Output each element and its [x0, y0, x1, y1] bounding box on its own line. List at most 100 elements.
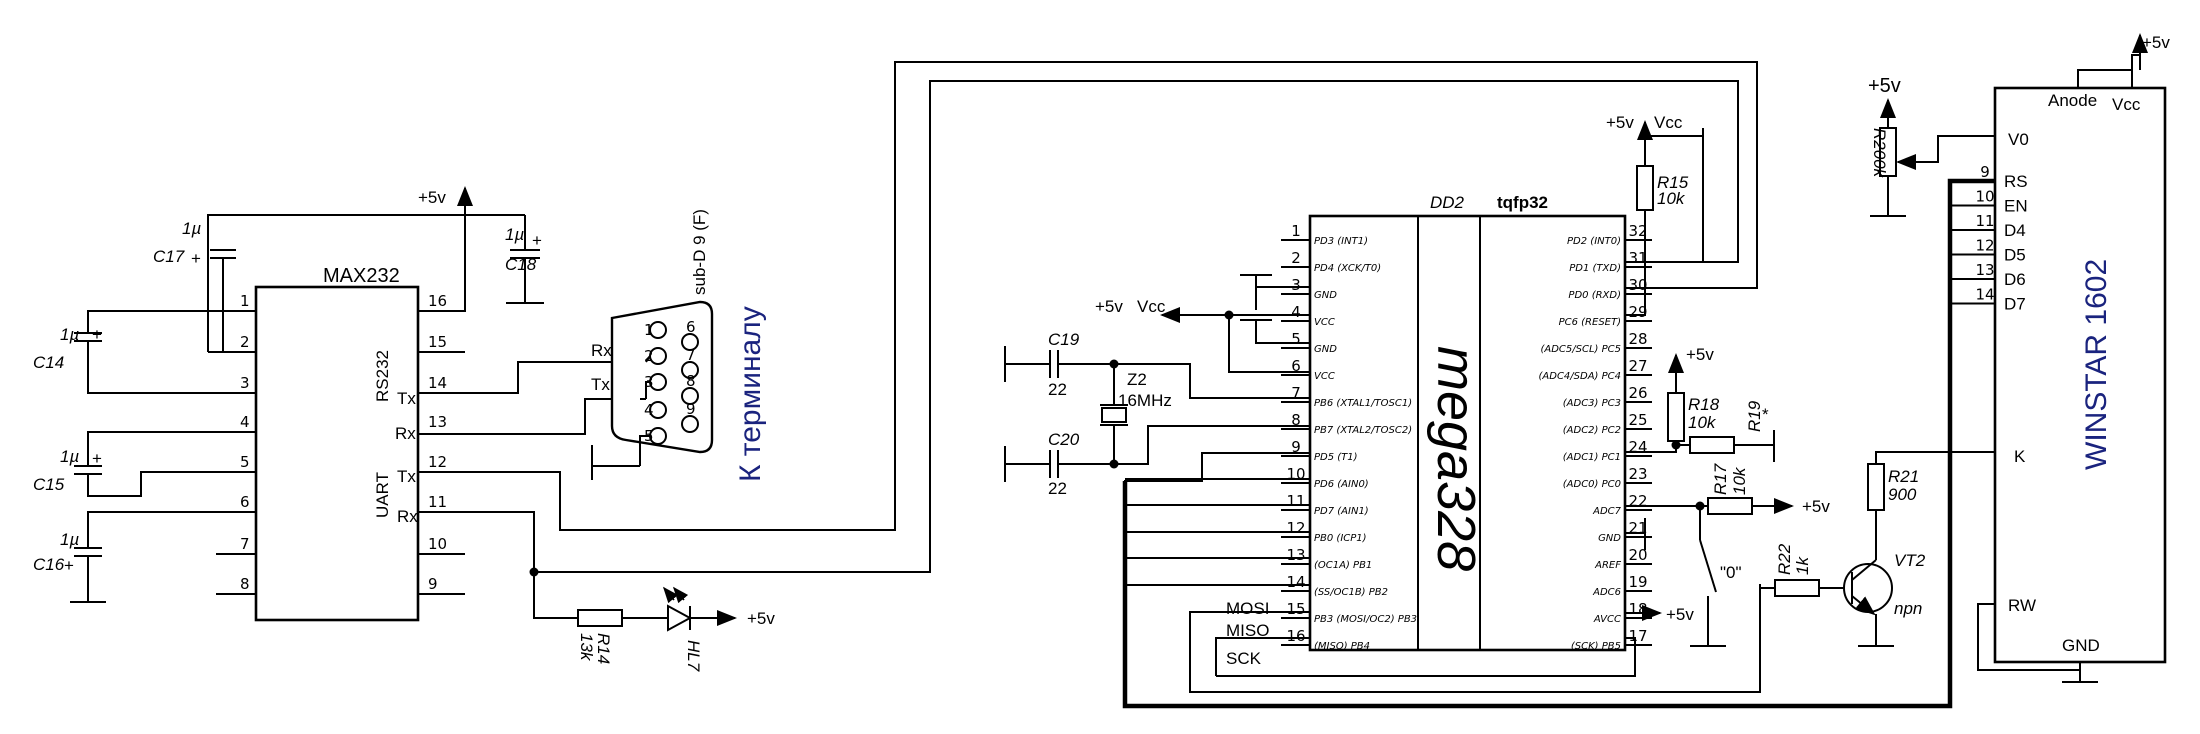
mcu-func-14: (SS/OC1B) PB2	[1314, 587, 1388, 598]
max232-rx13: Rx	[395, 424, 416, 443]
mcu-pin-3: 3	[1291, 276, 1301, 294]
max232-pin-3: 3	[240, 374, 250, 392]
mcu-func-25: (ADC2) PC2	[1563, 425, 1621, 436]
max232-pin-5: 5	[240, 453, 250, 471]
hl7-plus5v: +5v	[747, 609, 775, 628]
max232-wires: +5v 1µ C17 + 1µ C18 + 1µ C14 + 1µ C15 + …	[33, 61, 1758, 619]
max232-tx12: Tx	[397, 467, 416, 486]
db9-pin-4	[649, 401, 667, 419]
mcu-pin-25: 25	[1628, 411, 1647, 429]
max232-name: MAX232	[323, 265, 400, 287]
c20-label: C20	[1048, 430, 1080, 449]
r18-value: 10k	[1688, 413, 1717, 432]
mcu-func-4: VCC	[1314, 317, 1335, 328]
mcu-func-6: VCC	[1314, 371, 1335, 382]
c17-label: C17	[153, 247, 185, 266]
lcd-pin-11: 11	[1975, 212, 1994, 230]
lcd-func-d4: D4	[2004, 221, 2026, 240]
mcu-func-15: PB3 (MOSI/OC2) PB3	[1314, 614, 1417, 625]
mcu-pin-1: 1	[1291, 222, 1301, 240]
c14-label: C14	[33, 353, 64, 372]
z2-label: Z2	[1127, 370, 1147, 389]
lcd-func-en: EN	[2004, 197, 2028, 216]
mcu-pin-14: 14	[1286, 573, 1305, 591]
c18-value: 1µ	[505, 225, 524, 244]
mcu-func-23: (ADC0) PC0	[1563, 479, 1621, 490]
c19-value: 22	[1048, 380, 1067, 399]
lcd-func-d5: D5	[2004, 246, 2026, 265]
switch-zero-label: "0"	[1720, 563, 1742, 582]
max232-pin-4: 4	[240, 413, 250, 431]
svg-text:+: +	[92, 449, 102, 468]
lcd-anode: Anode	[2048, 91, 2097, 110]
lcd-pin-9: 9	[1980, 163, 1990, 181]
r18-label: R18	[1688, 395, 1720, 414]
r15-vcc: Vcc	[1654, 113, 1683, 132]
mcu-func-28: (ADC5/SCL) PC5	[1540, 344, 1621, 355]
max232-pin-13: 13	[428, 413, 447, 431]
mcu-func-32: PD2 (INT0)	[1567, 236, 1621, 247]
db9-pin-num-7: 7	[686, 346, 696, 364]
mcu-pin-29: 29	[1628, 303, 1647, 321]
db9-pin-num-6: 6	[686, 318, 696, 336]
max232-pin-2: 2	[240, 333, 250, 351]
c17-value: 1µ	[182, 219, 201, 238]
mcu-package: tqfp32	[1497, 193, 1548, 212]
mcu-ref: DD2	[1430, 193, 1465, 212]
max232-pin-16: 16	[428, 292, 447, 310]
c19-label: C19	[1048, 330, 1080, 349]
mcu-pin-32: 32	[1628, 222, 1647, 240]
mcu-func-27: (ADC4/SDA) PC4	[1539, 371, 1622, 382]
mcu-pin-27: 27	[1628, 357, 1647, 375]
max232-pin-1: 1	[240, 292, 250, 310]
mcu-pin-18: 18	[1628, 600, 1647, 618]
r14-label: R14	[594, 633, 613, 664]
mosi-label: MOSI	[1226, 599, 1269, 618]
db9-pin-num-8: 8	[686, 372, 696, 390]
db9-pin-num-2: 2	[644, 347, 654, 365]
mcu-pin-24: 24	[1628, 438, 1647, 456]
mcu-func-5: GND	[1314, 344, 1337, 355]
lcd-func-d7: D7	[2004, 295, 2026, 314]
mcu-pin-6: 6	[1291, 357, 1301, 375]
lcd-v0: V0	[2008, 130, 2029, 149]
mcu-func-12: PB0 (ICP1)	[1314, 533, 1367, 544]
mcu-func-24: (ADC1) PC1	[1563, 452, 1621, 463]
db9-pin-num-1: 1	[644, 321, 654, 339]
max232-chip: MAX232 RS232 UART Tx Rx Tx Rx 1234567816…	[240, 265, 447, 622]
db9-rx: Rx	[591, 341, 612, 360]
mcu-pin-22: 22	[1628, 492, 1647, 510]
r15-value: 10k	[1657, 189, 1686, 208]
c15-value: 1µ	[60, 447, 79, 466]
r21-value: 900	[1888, 485, 1917, 504]
miso-label: MISO	[1226, 621, 1269, 640]
r19-value: *	[1762, 405, 1769, 424]
mcu-pin-13: 13	[1286, 546, 1305, 564]
max232-pin-15: 15	[428, 333, 447, 351]
r22-value: 1k	[1793, 556, 1812, 575]
mcu-func-29: PC6 (RESET)	[1559, 317, 1621, 328]
mcu-func-8: PB7 (XTAL2/TOSC2)	[1314, 425, 1412, 436]
db9-tx: Tx	[591, 375, 610, 394]
mcu-pin-8: 8	[1291, 411, 1301, 429]
mcu-func-17: (SCK) PB5	[1571, 641, 1621, 652]
mcu-vcc: Vcc	[1137, 297, 1166, 316]
vt2-type: npn	[1894, 599, 1922, 618]
mcu-pin-10: 10	[1286, 465, 1305, 483]
mcu-pin-28: 28	[1628, 330, 1647, 348]
mcu-pin-23: 23	[1628, 465, 1647, 483]
hl7-label: HL7	[684, 640, 703, 672]
db9-pin-6	[681, 333, 699, 351]
sck-label: SCK	[1226, 649, 1262, 668]
c16-label: C16	[33, 555, 65, 574]
r17-label: R17	[1711, 463, 1730, 495]
vt2-label: VT2	[1894, 551, 1926, 570]
lcd-gnd: GND	[2062, 636, 2100, 655]
r17-value: 10k	[1730, 466, 1749, 495]
mcu-pin-4: 4	[1291, 303, 1301, 321]
mcu-func-2: PD4 (XCK/T0)	[1314, 263, 1381, 274]
mcu-func-10: PD6 (AIN0)	[1314, 479, 1369, 490]
mcu-pin-15: 15	[1286, 600, 1305, 618]
